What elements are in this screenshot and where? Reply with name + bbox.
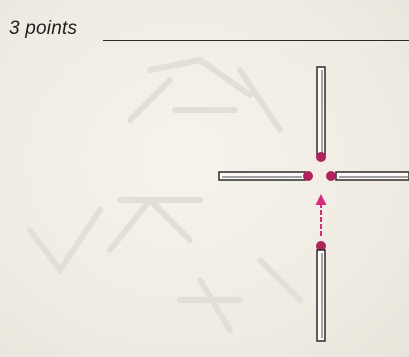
- match-right: [326, 171, 409, 181]
- match-top: [316, 67, 326, 162]
- ghost-print: [30, 60, 300, 330]
- match-head-left: [303, 171, 313, 181]
- match-bottom: [316, 241, 326, 341]
- move-arrow-up-icon: [316, 194, 327, 236]
- match-left: [219, 171, 313, 181]
- match-head-top: [316, 152, 326, 162]
- match-head-right: [326, 171, 336, 181]
